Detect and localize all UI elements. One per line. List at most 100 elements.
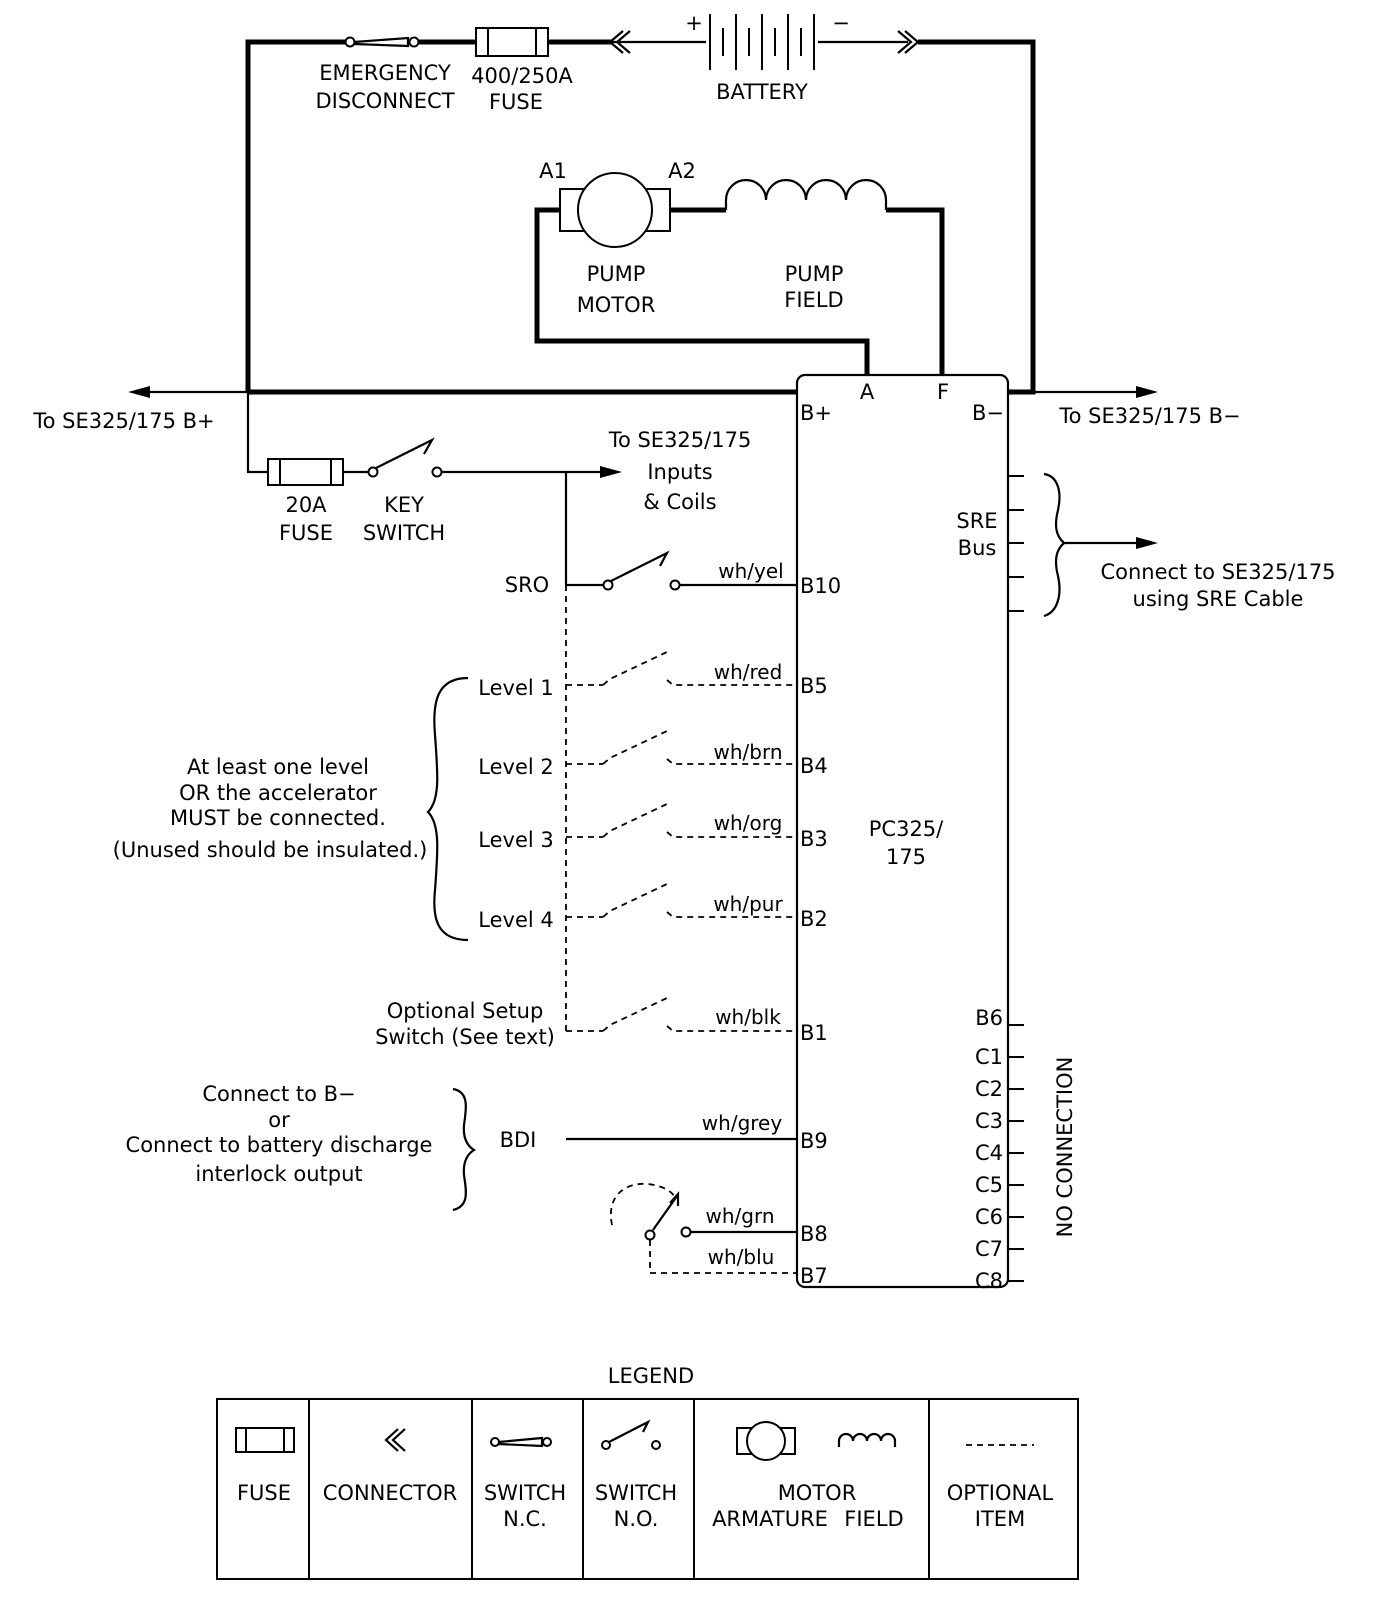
- pin-c7: C7: [975, 1237, 1003, 1261]
- legend-optional-label: ITEM: [975, 1507, 1025, 1531]
- legend-armature-label: ARMATURE: [712, 1507, 828, 1531]
- levels-note: OR the accelerator: [179, 781, 377, 805]
- emergency-disconnect-switch: [344, 36, 420, 48]
- legend-switch-no-label: N.O.: [614, 1507, 659, 1531]
- terminal-bplus-label: B+: [800, 401, 832, 425]
- sre-connect-label: Connect to SE325/175: [1100, 560, 1335, 584]
- inputs-coils-label: To SE325/175: [608, 428, 752, 452]
- main-fuse-label: FUSE: [489, 90, 543, 114]
- level-4-switch: [566, 883, 797, 918]
- legend-motor-armature-icon: [736, 1421, 796, 1461]
- battery-connector-left: [608, 30, 706, 54]
- pump-field-coil: [724, 178, 888, 210]
- pin-c6: C6: [975, 1205, 1003, 1229]
- wire-label-b8: wh/grn: [705, 1204, 774, 1228]
- legend-connector-label: CONNECTOR: [323, 1481, 458, 1505]
- to-bplus-arrow: [128, 386, 248, 398]
- controller-name: PC325/: [869, 817, 944, 841]
- wire-label-b3: wh/org: [714, 811, 783, 835]
- controller-name: 175: [886, 845, 926, 869]
- wire-label-b4: wh/brn: [713, 740, 782, 764]
- bdi-note: Connect to B−: [202, 1082, 355, 1106]
- no-connection-label: NO CONNECTION: [1053, 1057, 1077, 1238]
- emergency-disconnect-label: DISCONNECT: [315, 89, 454, 113]
- main-power-loop: [245, 39, 1036, 395]
- level-1-switch: [566, 651, 797, 686]
- legend-switch-nc-label: N.C.: [503, 1507, 547, 1531]
- inputs-coils-label: & Coils: [643, 490, 716, 514]
- pin-b3: B3: [800, 827, 828, 851]
- setup-switch: [566, 997, 797, 1032]
- main-fuse: [475, 27, 549, 57]
- legend-switch-no-label: SWITCH: [595, 1481, 677, 1505]
- sre-connect-arrow: [1064, 537, 1158, 549]
- legend-title: LEGEND: [608, 1364, 694, 1388]
- fuse-20a: [267, 458, 344, 486]
- terminal-f-label: F: [937, 380, 949, 404]
- inputs-coils-arrow: [442, 466, 622, 478]
- levels-note: At least one level: [187, 755, 369, 779]
- pin-b10: B10: [800, 574, 841, 598]
- bdi-note: Connect to battery discharge: [126, 1133, 433, 1157]
- pin-b5: B5: [800, 674, 828, 698]
- legend-table: [216, 1398, 1079, 1580]
- pump-motor-label: MOTOR: [577, 293, 656, 317]
- key-switch-branch-wire: [246, 392, 268, 474]
- key-switch-label: KEY: [384, 493, 424, 517]
- pump-motor-symbol: [559, 172, 671, 248]
- key-switch-label: SWITCH: [363, 521, 445, 545]
- terminal-bminus-label: B−: [972, 401, 1004, 425]
- setup-switch-label: Switch (See text): [375, 1025, 555, 1049]
- legend-connector-icon: [384, 1428, 406, 1452]
- sre-bus-brace: [1043, 472, 1066, 618]
- levels-note: (Unused should be insulated.): [113, 838, 428, 862]
- bdi-note: interlock output: [195, 1162, 362, 1186]
- pump-a1-label: A1: [539, 159, 567, 183]
- pump-field-label: FIELD: [784, 288, 843, 312]
- legend-switch-nc-label: SWITCH: [484, 1481, 566, 1505]
- pin-c3: C3: [975, 1109, 1003, 1133]
- legend-switch-no-icon: [601, 1419, 661, 1450]
- terminal-a-label: A: [860, 380, 875, 404]
- pin-b6: B6: [975, 1006, 1003, 1030]
- sro-switch: [566, 550, 797, 591]
- level-2-switch: [566, 730, 797, 765]
- legend-optional-label: OPTIONAL: [947, 1481, 1054, 1505]
- no-connection-stubs: [1008, 1024, 1024, 1282]
- main-fuse-label: 400/250A: [471, 64, 573, 88]
- sro-label: SRO: [505, 573, 549, 597]
- wire-label-b2: wh/pur: [713, 892, 783, 916]
- battery-symbol: [709, 14, 815, 70]
- pin-b9: B9: [800, 1129, 828, 1153]
- key-switch: [367, 437, 443, 478]
- legend-field-label: FIELD: [844, 1507, 903, 1531]
- levels-note: MUST be connected.: [170, 806, 386, 830]
- pin-c8: C8: [975, 1269, 1003, 1293]
- to-bminus-label: To SE325/175 B−: [1058, 404, 1240, 428]
- pin-b8: B8: [800, 1222, 828, 1246]
- legend-motor-label: MOTOR: [778, 1481, 857, 1505]
- to-bplus-label: To SE325/175 B+: [32, 409, 214, 433]
- battery-plus: +: [685, 11, 703, 35]
- battery-label: BATTERY: [716, 80, 808, 104]
- pump-wire-a: [534, 207, 870, 375]
- pin-b7: B7: [800, 1264, 828, 1288]
- pin-b2: B2: [800, 907, 828, 931]
- inputs-coils-label: Inputs: [647, 460, 712, 484]
- legend-switch-nc-icon: [490, 1436, 552, 1448]
- pin-c5: C5: [975, 1173, 1003, 1197]
- controller-box: [795, 373, 1010, 1289]
- wire-label-b9: wh/grey: [702, 1111, 783, 1135]
- wire-label-b5: wh/red: [714, 660, 783, 684]
- bdi-label: BDI: [500, 1128, 537, 1152]
- level-4-label: Level 4: [478, 908, 553, 932]
- level-3-switch: [566, 803, 797, 838]
- pump-wire-f: [886, 207, 945, 375]
- battery-connector-right: [818, 30, 920, 54]
- battery-minus: −: [832, 11, 850, 35]
- fuse-20a-label: 20A: [285, 493, 327, 517]
- level-3-label: Level 3: [478, 828, 553, 852]
- wire-label-b10: wh/yel: [718, 559, 783, 583]
- level-2-label: Level 2: [478, 755, 553, 779]
